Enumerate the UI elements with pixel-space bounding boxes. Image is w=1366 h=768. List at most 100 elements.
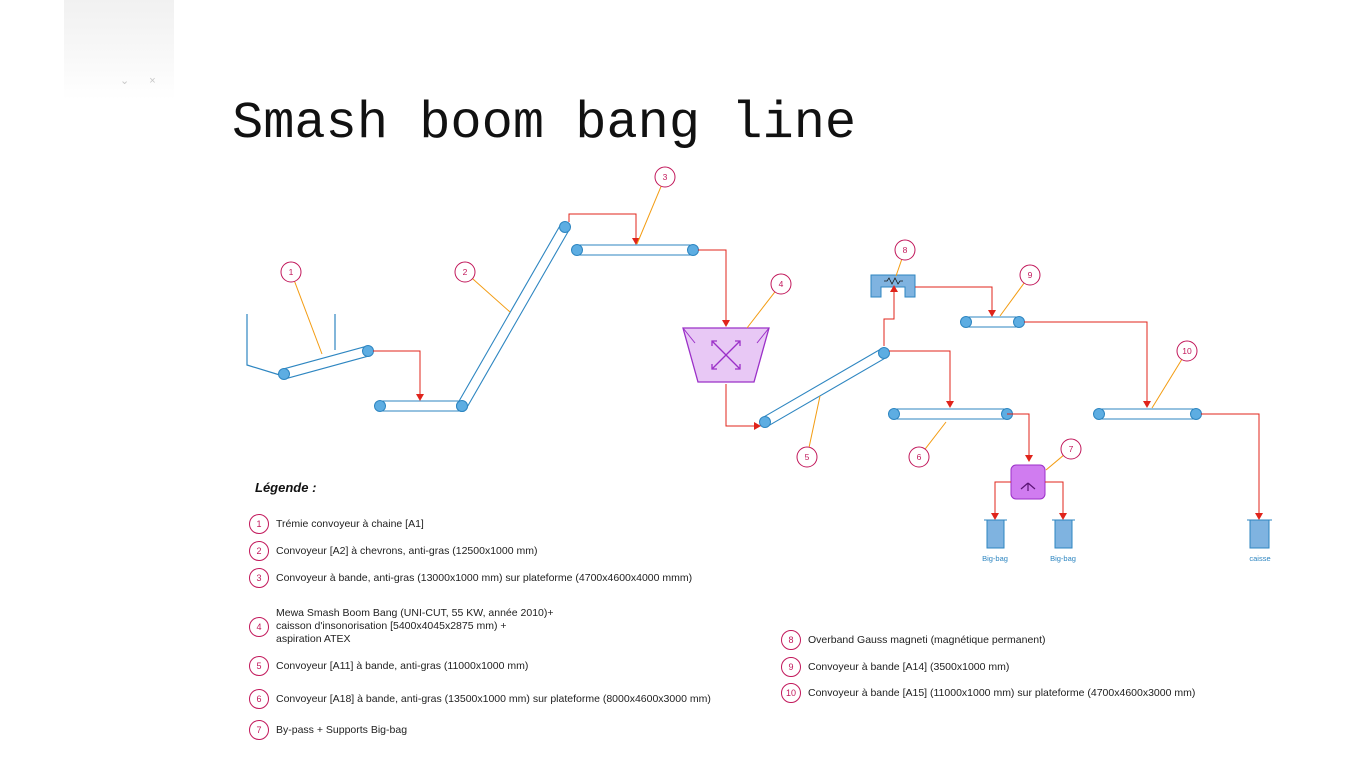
- callout-3: 3: [654, 166, 676, 188]
- belt-roller: [559, 221, 571, 233]
- callout-circle: [796, 446, 818, 468]
- leader-line: [999, 282, 1025, 317]
- bigbag-left-label: Big-bag: [982, 554, 1008, 563]
- legend-text-line: aspiration ATEX: [276, 633, 351, 645]
- leader-line: [1045, 455, 1064, 471]
- conveyor-4: [571, 244, 699, 256]
- callout-6: 6: [908, 446, 930, 468]
- callout-circle: [1060, 438, 1082, 460]
- conveyor-6: [888, 408, 1013, 420]
- bypass-7: [1010, 464, 1046, 500]
- callout-2: 2: [454, 261, 476, 283]
- flow-arrow: [1045, 481, 1067, 520]
- callout-leaders: [294, 186, 1183, 471]
- leader-line: [808, 395, 821, 448]
- legend-num: 5: [249, 656, 269, 676]
- callout-8: 8: [894, 239, 916, 261]
- flow-arrow: [991, 481, 1011, 520]
- legend-text-line: caisson d'insonorisation [5400x4045x2875…: [276, 620, 507, 632]
- legend-num: 4: [249, 616, 269, 637]
- callout-number: 8: [903, 245, 908, 255]
- callout-circle: [1176, 340, 1198, 362]
- legend-item-3: 3 Convoyeur à bande, anti-gras (13000x10…: [249, 568, 692, 588]
- conveyor-belts: [278, 221, 1202, 428]
- legend-num: 2: [249, 541, 269, 561]
- conveyor-7: [960, 316, 1025, 328]
- legend-num: 8: [781, 630, 801, 650]
- belt-roller: [1190, 408, 1202, 420]
- legend-item-9: 9 Convoyeur à bande [A14] (3500x1000 mm): [781, 657, 1009, 677]
- legend-item-8: 8 Overband Gauss magneti (magnétique per…: [781, 630, 1046, 650]
- leader-line: [1151, 359, 1183, 409]
- flow-arrow: [373, 350, 424, 401]
- belt-body: [761, 347, 888, 428]
- belt-roller: [456, 400, 468, 412]
- legend-num: 7: [249, 720, 269, 740]
- callout-number: 7: [1069, 444, 1074, 454]
- legend-item-2: 2 Convoyeur [A2] à chevrons, anti-gras (…: [249, 541, 537, 561]
- callout-number: 3: [663, 172, 668, 182]
- legend-text-line: Mewa Smash Boom Bang (UNI-CUT, 55 KW, an…: [276, 607, 554, 619]
- callout-9: 9: [1019, 264, 1041, 286]
- legend-text: Trémie convoyeur à chaine [A1]: [276, 517, 424, 530]
- legend-title: Légende :: [255, 480, 317, 495]
- flow-arrow: [1007, 413, 1033, 462]
- legend-item-10: 10 Convoyeur à bande [A15] (11000x1000 m…: [781, 683, 1195, 703]
- crusher-4: [682, 327, 770, 383]
- leader-line: [924, 421, 947, 450]
- callout-4: 4: [770, 273, 792, 295]
- conveyor-1: [278, 345, 374, 380]
- belt-roller: [878, 347, 890, 359]
- legend-num: 1: [249, 514, 269, 534]
- belt-roller: [278, 368, 290, 380]
- legend-text: By-pass + Supports Big-bag: [276, 723, 408, 736]
- conveyor-8: [1093, 408, 1202, 420]
- callout-number: 5: [805, 452, 810, 462]
- callout-circle: [454, 261, 476, 283]
- flow-arrow: [883, 285, 898, 346]
- callout-number: 10: [1182, 346, 1192, 356]
- callout-1: 1: [280, 261, 302, 283]
- callouts: 1 2 3 4 5 6 7 8 9 10: [280, 166, 1198, 468]
- callout-5: 5: [796, 446, 818, 468]
- conveyor-3: [456, 221, 571, 412]
- legend-item-1: 1 Trémie convoyeur à chaine [A1]: [249, 514, 424, 534]
- flow-arrow: [889, 350, 954, 408]
- leader-line: [294, 281, 323, 355]
- legend-text: Convoyeur à bande [A15] (11000x1000 mm) …: [808, 686, 1196, 699]
- legend-num: 6: [249, 689, 269, 709]
- callout-circle: [894, 239, 916, 261]
- magnet-8: [870, 274, 916, 298]
- bigbag-left: [984, 519, 1007, 549]
- conveyor-5: [759, 347, 890, 428]
- leader-line: [746, 291, 776, 329]
- hopper-1: [246, 314, 336, 377]
- leader-line: [636, 186, 662, 245]
- callout-number: 9: [1028, 270, 1033, 280]
- belt-roller: [960, 316, 972, 328]
- legend-num: 9: [781, 657, 801, 677]
- belt-roller: [362, 345, 374, 357]
- legend-num: 3: [249, 568, 269, 588]
- corner-background: [64, 0, 174, 100]
- legend-item-6: 6 Convoyeur [A18] à bande, anti-gras (13…: [249, 689, 711, 709]
- flow-arrow: [1201, 413, 1263, 520]
- callout-circle: [1019, 264, 1041, 286]
- leader-line: [895, 259, 903, 277]
- leader-line: [472, 278, 511, 313]
- bigbag-right: [1052, 519, 1075, 549]
- flow-arrow: [915, 286, 996, 317]
- legend-num: 10: [781, 683, 801, 703]
- legend-text: Convoyeur [A2] à chevrons, anti-gras (12…: [276, 544, 538, 557]
- belt-roller: [759, 416, 771, 428]
- belt-roller: [571, 244, 583, 256]
- belt-roller: [888, 408, 900, 420]
- belt-roller: [374, 400, 386, 412]
- legend-text: Mewa Smash Boom Bang (UNI-CUT, 55 KW, an…: [276, 607, 554, 646]
- legend-item-5: 5 Convoyeur [A11] à bande, anti-gras (11…: [249, 656, 528, 676]
- bigbag-right-label: Big-bag: [1050, 554, 1076, 563]
- callout-circle: [280, 261, 302, 283]
- caisse-label: caisse: [1249, 554, 1270, 563]
- belt-roller: [1093, 408, 1105, 420]
- callout-number: 1: [289, 267, 294, 277]
